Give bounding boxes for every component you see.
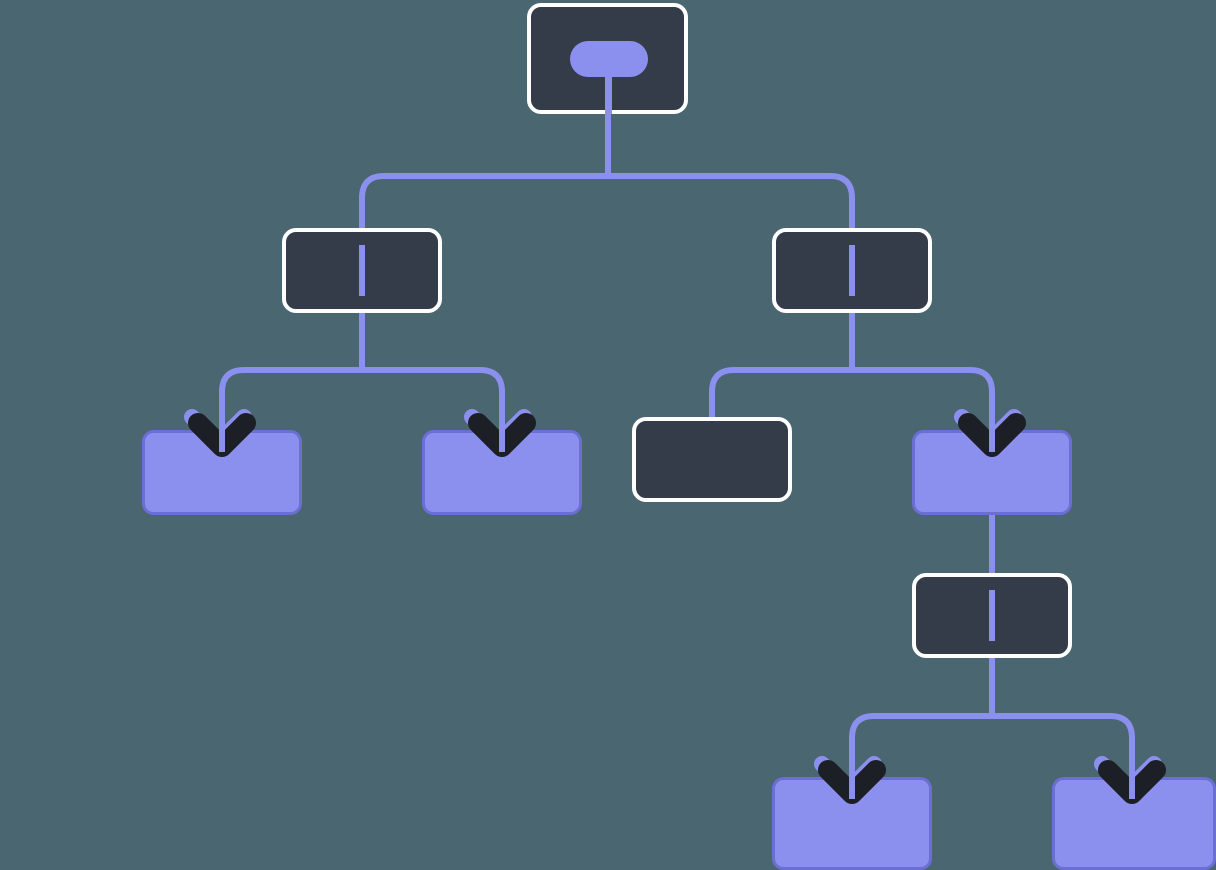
node-l2-left-inner-line [359, 245, 365, 296]
node-l2-right-inner-line [849, 245, 855, 296]
node-l2-left[interactable] [282, 228, 442, 313]
edge-root-to-l2-left [359, 173, 608, 330]
edge-layer [219, 77, 1135, 800]
edge-l2left-to-l3a [219, 367, 362, 452]
edge-l4-to-l5b [992, 713, 1135, 800]
arrow-shaft-layer [219, 400, 1135, 799]
node-l3-c-body[interactable] [632, 417, 792, 502]
edge-l2right-to-l3c [709, 367, 852, 420]
node-root[interactable] [527, 3, 688, 114]
node-l2-right[interactable] [772, 228, 932, 313]
node-l4-inner-line [989, 590, 995, 641]
edge-l2right-to-l3d [852, 367, 995, 452]
node-root-inner-pill [570, 41, 648, 77]
edge-l4-to-l5a [849, 713, 992, 800]
edge-root-to-l2-right [608, 173, 855, 330]
edge-l2left-to-l3b [362, 367, 505, 452]
node-l4[interactable] [912, 573, 1072, 658]
node-root-inner-stem [605, 59, 612, 114]
node-l3-c[interactable] [632, 417, 792, 502]
